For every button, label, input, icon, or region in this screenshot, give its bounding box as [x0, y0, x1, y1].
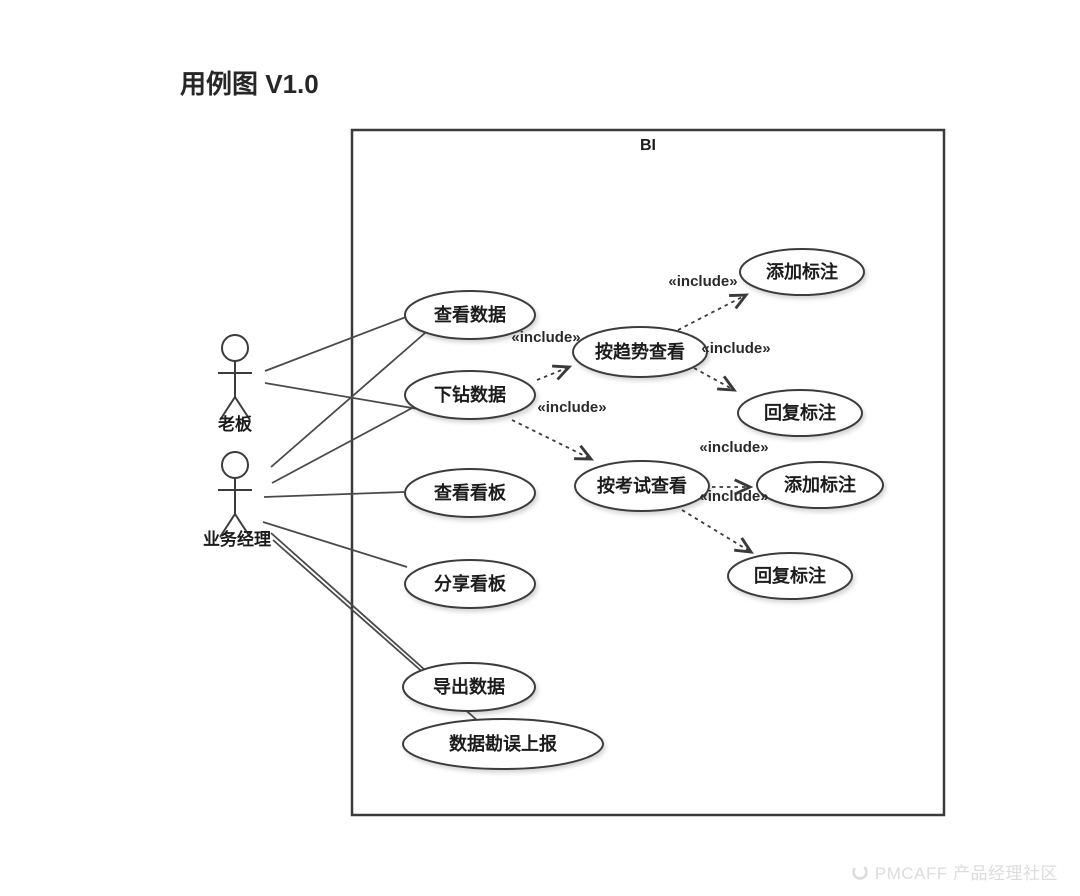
use-case-view-by-trend: 按趋势查看 [572, 326, 708, 378]
actor-business-manager: 业务经理 [203, 451, 271, 549]
use-case-label: 添加标注 [766, 261, 838, 282]
actor-head [221, 451, 249, 479]
use-case-view-dashboard: 查看看板 [404, 468, 536, 518]
use-case-label: 数据勘误上报 [449, 733, 557, 754]
association-line [264, 316, 407, 372]
actor-leg-left [219, 513, 236, 538]
actor-leg-right [234, 396, 251, 421]
use-case-export-data: 导出数据 [402, 662, 536, 712]
use-case-data-error-report: 数据勘误上报 [402, 718, 604, 770]
use-case-add-annotation-exam: 添加标注 [756, 461, 884, 509]
use-case-label: 按考试查看 [597, 475, 687, 496]
watermark-text: PMCAFF 产品经理社区 [874, 864, 1058, 883]
use-case-ellipse [574, 460, 710, 512]
use-case-label: 分享看板 [434, 573, 507, 594]
association-line [264, 382, 419, 410]
use-case-ellipse [404, 290, 536, 340]
association-line [270, 532, 426, 671]
use-case-view-data: 查看数据 [404, 290, 536, 340]
use-case-label: 按趋势查看 [595, 341, 685, 362]
use-case-ellipse [402, 662, 536, 712]
include-label: «include» [699, 439, 768, 456]
association-line [270, 332, 426, 468]
use-case-reply-annotation-trend: 回复标注 [737, 389, 863, 437]
actor-leg-left [219, 396, 236, 421]
use-case-share-dashboard: 分享看板 [404, 559, 536, 609]
include-label: «include» [668, 273, 737, 290]
include-label: «include» [511, 329, 580, 346]
use-case-ellipse [572, 326, 708, 378]
include-label: «include» [701, 340, 770, 357]
use-case-ellipse [739, 248, 865, 296]
include-arrow [511, 419, 595, 461]
include-relations-layer: «include» «include» «include» «include» «inc… [511, 273, 771, 554]
use-case-ellipse [727, 552, 853, 600]
use-case-view-by-exam: 按考试查看 [574, 460, 710, 512]
include-label: «include» [699, 488, 768, 505]
actor-boss: 老板 [217, 334, 253, 434]
use-case-label: 查看看板 [434, 482, 507, 503]
use-case-ellipse [756, 461, 884, 509]
association-line [263, 491, 405, 498]
use-case-add-annotation-trend: 添加标注 [739, 248, 865, 296]
actor-label-business-manager: 业务经理 [203, 529, 271, 549]
use-case-ellipse [737, 389, 863, 437]
include-arrow [693, 367, 737, 392]
use-case-label: 回复标注 [764, 402, 836, 423]
actor-head [221, 334, 249, 362]
pmcaff-logo-icon [852, 863, 868, 880]
use-case-label: 回复标注 [754, 565, 826, 586]
include-arrow [677, 293, 750, 331]
include-label: «include» [537, 399, 606, 416]
actor-leg-right [234, 513, 251, 538]
use-case-reply-annotation-exam: 回复标注 [727, 552, 853, 600]
use-case-ellipse [404, 468, 536, 518]
use-case-ellipse [404, 370, 536, 420]
actor-label-boss: 老板 [217, 414, 253, 434]
use-case-drill-down-data: 下钻数据 [404, 370, 536, 420]
use-case-label: 添加标注 [784, 474, 856, 495]
system-boundary-bi [350, 128, 946, 817]
use-case-label: 导出数据 [433, 676, 505, 697]
use-case-ellipse [404, 559, 536, 609]
association-line [262, 521, 408, 568]
use-case-label: 查看数据 [434, 304, 506, 325]
include-arrow [681, 509, 754, 554]
use-case-label: 下钻数据 [434, 384, 506, 405]
watermark: PMCAFF 产品经理社区 [851, 859, 1058, 884]
use-case-ellipse [402, 718, 604, 770]
include-arrow [536, 364, 573, 381]
association-line [271, 406, 415, 484]
page-title: 用例图 V1.0 [180, 69, 319, 99]
system-boundary-label: BI [640, 137, 656, 154]
